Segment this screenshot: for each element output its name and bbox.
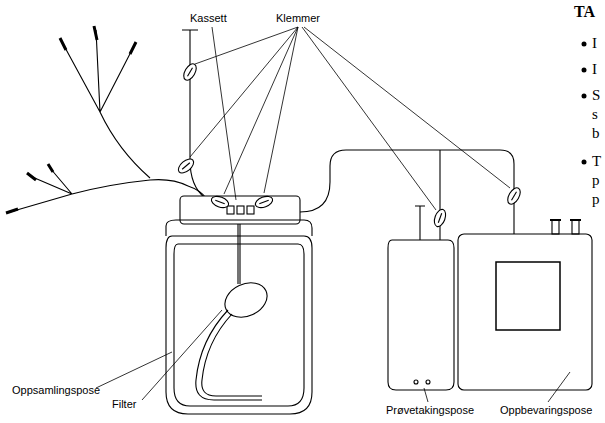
part-label: Prøvetakingspose — [386, 404, 474, 417]
part-label: Klemmer — [276, 12, 320, 25]
cropped-heading: TA — [574, 3, 595, 21]
part-label: Oppsamlingspose — [12, 384, 100, 397]
part-label: Kassett — [190, 12, 227, 25]
cropped-text: T — [592, 153, 601, 170]
cropped-text: s — [592, 106, 598, 123]
cropped-text: I — [592, 61, 597, 78]
cropped-text: I — [592, 35, 597, 52]
part-label: Oppbevaringspose — [500, 404, 592, 417]
cropped-text: b — [592, 125, 600, 142]
part-label: Filter — [112, 398, 136, 411]
cropped-text: p — [592, 172, 600, 189]
cropped-text: p — [592, 191, 600, 208]
cropped-text: S — [592, 87, 600, 104]
